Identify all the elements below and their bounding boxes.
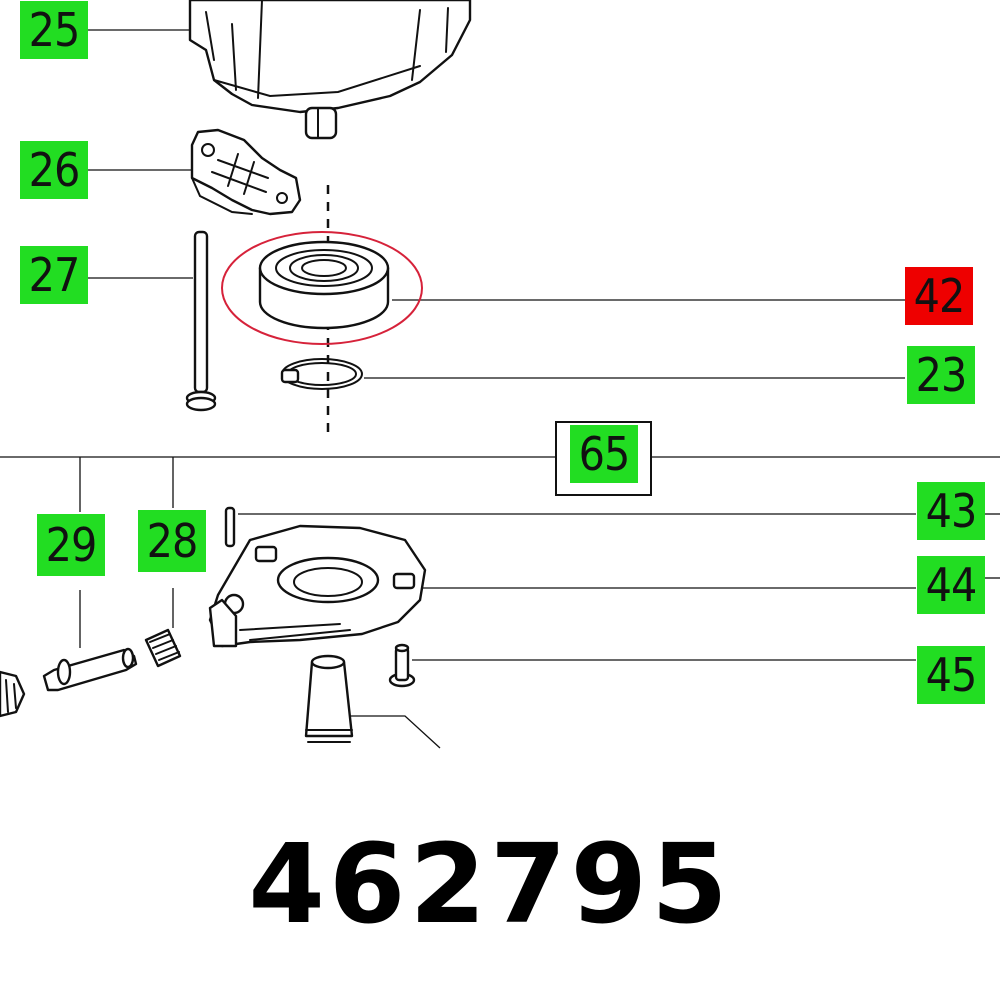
shaft-part — [42, 647, 138, 692]
callout-27[interactable]: 27 — [20, 246, 88, 304]
ball-bearing-part — [221, 231, 423, 345]
callout-26[interactable]: 26 — [20, 141, 88, 199]
callout-29[interactable]: 29 — [37, 514, 105, 576]
long-pin-part — [185, 230, 217, 412]
retaining-ring-part — [280, 358, 363, 390]
gear-fragment-part — [0, 670, 26, 718]
callout-frame-65 — [555, 421, 652, 496]
callout-25[interactable]: 25 — [20, 1, 88, 59]
callout-42[interactable]: 42 — [905, 267, 973, 325]
callout-23[interactable]: 23 — [907, 346, 975, 404]
callout-28[interactable]: 28 — [138, 510, 206, 572]
callout-43[interactable]: 43 — [917, 482, 985, 540]
leader-lines — [0, 29, 1000, 749]
bracket-plate-part — [190, 128, 302, 216]
spring-part — [144, 628, 182, 668]
callout-45[interactable]: 45 — [917, 646, 985, 704]
base-plate-part — [208, 524, 427, 648]
screw-part — [388, 643, 416, 688]
small-pin-part — [224, 506, 236, 548]
motor-housing-part — [188, 0, 472, 140]
sleeve-part — [304, 654, 354, 743]
callout-65[interactable]: 65 — [570, 425, 638, 483]
part-number: 462795 — [248, 820, 732, 948]
callout-44[interactable]: 44 — [917, 556, 985, 614]
